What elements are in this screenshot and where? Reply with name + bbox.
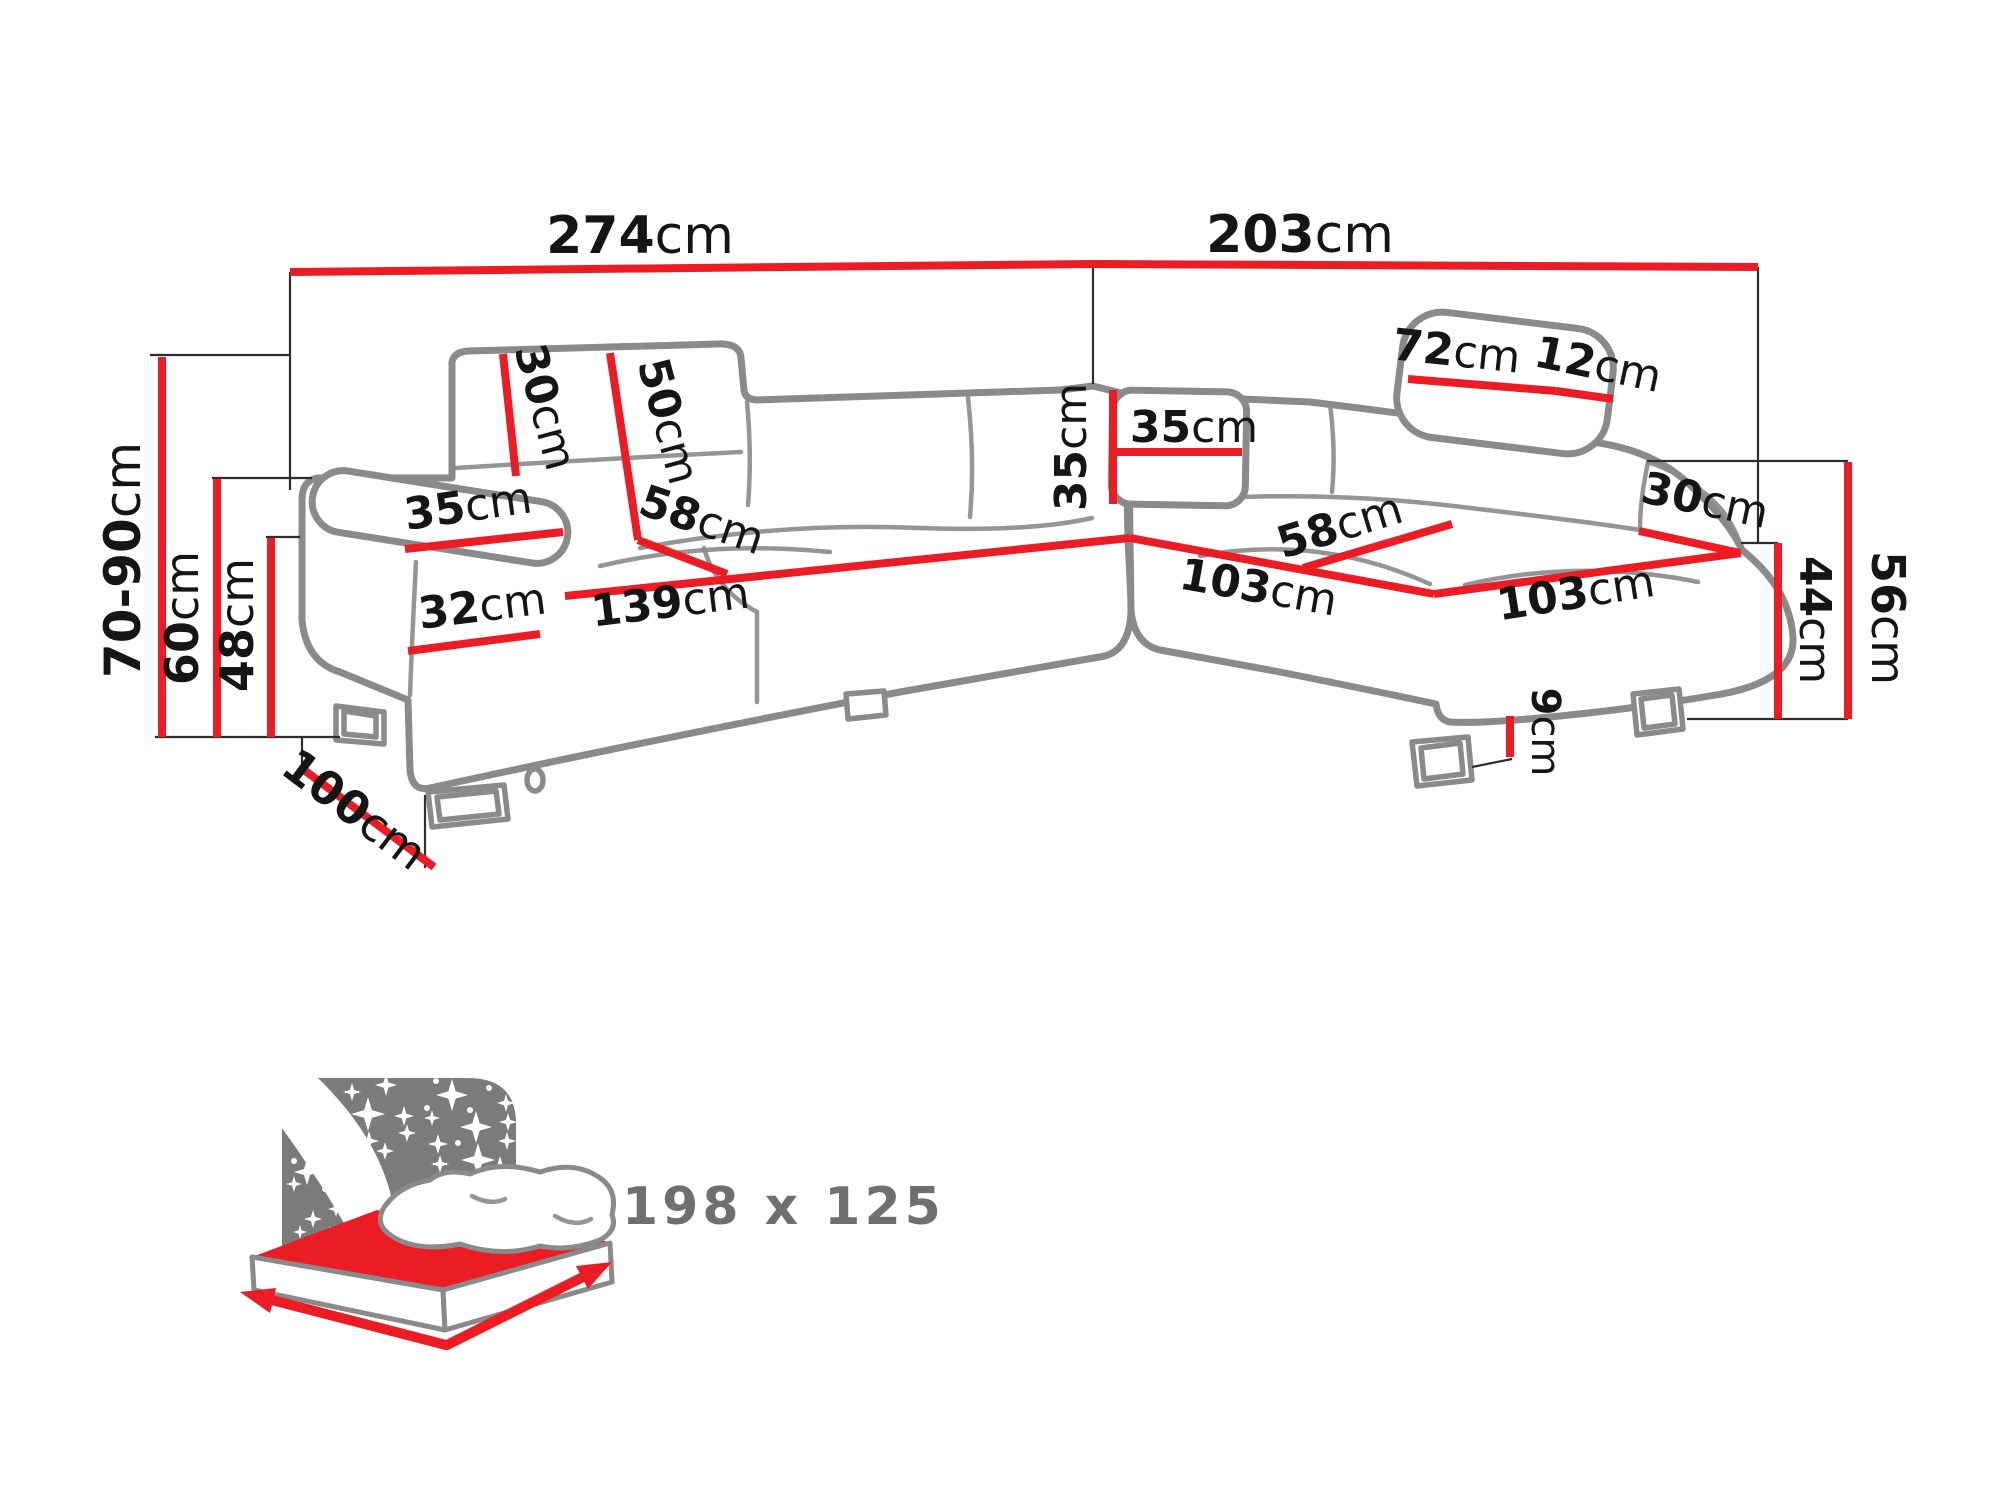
chaise-back-split [1327,401,1336,495]
foot-left-arm [333,703,387,747]
dim-line-seat-width-left [564,534,1131,600]
left-seat-tuft [597,545,833,569]
dim-line-side-depth [297,763,437,871]
dim-line-total-width [289,260,1094,276]
dim-label-armrest-height-right: 56cm [1861,551,1915,685]
foot-chaise-right [1630,686,1686,738]
dim-label-headrest-width-right: 72cm [1390,320,1523,384]
left-seat-split [701,545,760,705]
foot-left-front [425,782,511,830]
left-arm-front-edge [407,559,419,698]
dim-label-total-depth: 203cm [1206,205,1394,265]
dim-line-armrest-width-right [1638,527,1741,557]
dim-line-chaise-front-width [1129,534,1435,598]
foot-middle [843,688,889,722]
dim-line-backrest-height [606,352,642,541]
bed-headboard-wedge [282,1128,360,1252]
bed-duvet [377,1163,616,1254]
bed-base-right [440,1240,615,1333]
ref-leg-height [1471,757,1513,769]
dim-label-height-range: 70-90cm [94,442,152,678]
bed-duvet-fold-1 [469,1193,508,1205]
sofa-chaise-body [1124,390,1797,726]
bed-arrows [240,1262,612,1350]
dim-line-headrest-width-right [1407,375,1557,395]
dim-label-seat-height-right: 44cm [1789,556,1840,684]
dim-label-corner-cushion-height: 35cm [1046,383,1097,511]
left-backrest-split [744,399,753,508]
dim-label-armrest-height-left: 60cm [155,551,209,685]
chaise-seat-tuft-1 [1197,547,1433,587]
dimension-lines [158,260,1852,871]
reference-lines [150,264,1848,868]
sleeping-area-label: 198 x 125 [622,1177,945,1237]
sofa-feet [333,686,1686,830]
dim-line-total-depth [1092,260,1759,271]
left-headrest-seam [452,449,744,471]
dim-label-seat-height-left: 48cm [210,558,264,692]
dim-line-chaise-length [1433,549,1742,598]
dim-label-armrest-width-right: 30cm [1637,463,1773,540]
dim-line-headrest-thickness [1555,387,1614,403]
dim-line-seat-depth-right [1301,520,1454,572]
left-backrest-split-2 [965,395,975,520]
sleeping-function-icon: 198 x 125 [240,1074,945,1350]
dim-line-armrest-front-width [407,630,541,655]
dim-label-total-width: 274cm [546,206,734,266]
foot-caster [524,766,546,794]
dim-label-seat-width-left: 139cm [588,568,752,638]
dim-line-seat-depth-left [636,536,729,578]
dim-label-leg-height: 9cm [1522,688,1568,777]
right-arm-top-edge [1645,459,1745,553]
dim-line-headrest-height-left [499,353,520,477]
dim-label-armrest-front-width: 32cm [415,573,549,639]
right-arm-inner-edge [1637,459,1651,532]
foot-chaise-front [1409,734,1475,789]
left-seat-back-seam [637,515,1095,551]
dim-label-corner-cushion-width: 35cm [1130,402,1258,453]
dim-label-headrest-thickness: 12cm [1530,327,1666,404]
star-icon [286,1074,522,1242]
bed-duvet-fold-2 [552,1213,594,1226]
dim-label-armrest-top-width: 35cm [401,472,535,540]
dim-line-armrest-top-width [404,528,564,553]
sofa-outline [298,308,1797,830]
